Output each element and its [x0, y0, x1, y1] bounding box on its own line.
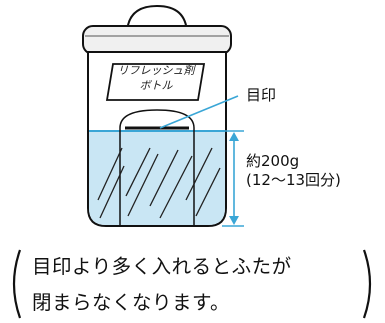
- liquid: [89, 131, 225, 225]
- liquid-hatching: [97, 147, 221, 219]
- bottle-label-line2: ボトル: [139, 79, 173, 92]
- note-line2: 閉まらなくなります。: [32, 291, 231, 314]
- bottle-diagram: [82, 4, 244, 227]
- amount-dimension: [222, 130, 244, 227]
- close-bracket: [362, 249, 372, 319]
- mark-leader: [159, 95, 239, 129]
- bottle-cap: [82, 25, 232, 55]
- open-bracket: [12, 249, 22, 319]
- amount-label: 約200g (12～13回分): [246, 152, 341, 190]
- mark-label: 目印: [246, 86, 277, 104]
- inner-arch: [119, 109, 195, 226]
- warning-note: 目印より多く入れるとふたが 閉まらなくなります。: [2, 246, 383, 322]
- amount-line2: (12～13回分): [246, 171, 341, 189]
- amount-line1: 約200g: [246, 152, 300, 170]
- bottle-label-line1: リフレッシュ剤: [117, 64, 195, 77]
- bottle-label: リフレッシュ剤 ボトル: [108, 63, 204, 103]
- bottle-label-plate: [105, 63, 206, 101]
- note-line1: 目印より多く入れるとふたが: [32, 255, 292, 278]
